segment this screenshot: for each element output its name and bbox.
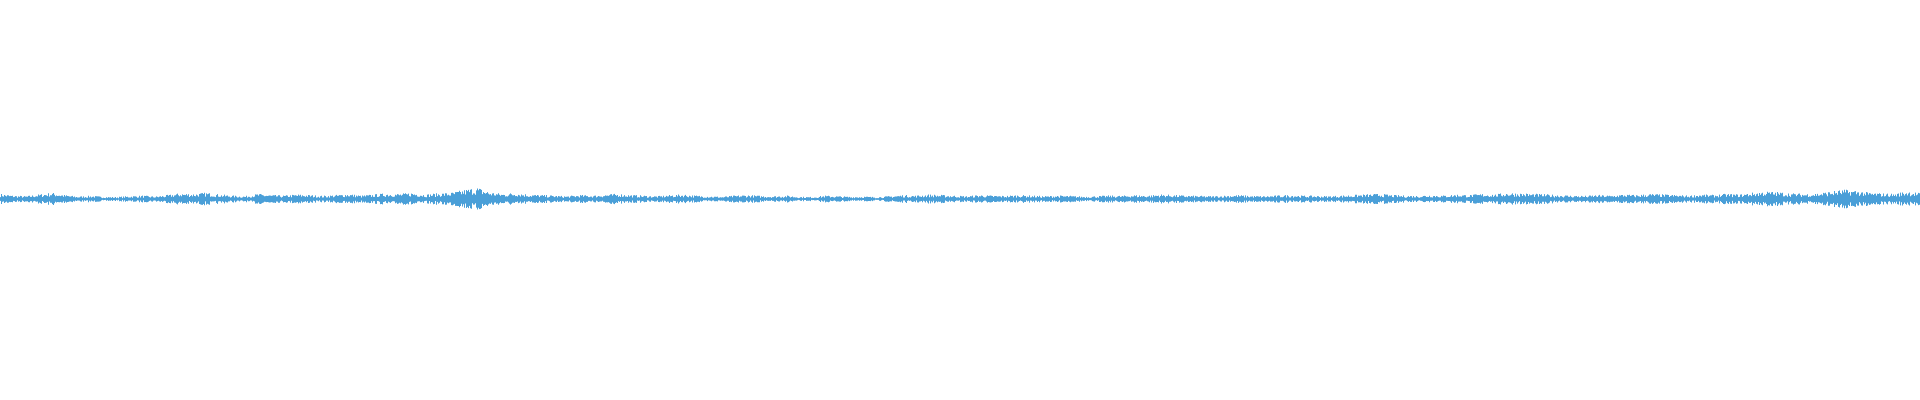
waveform-signal (0, 188, 1920, 210)
